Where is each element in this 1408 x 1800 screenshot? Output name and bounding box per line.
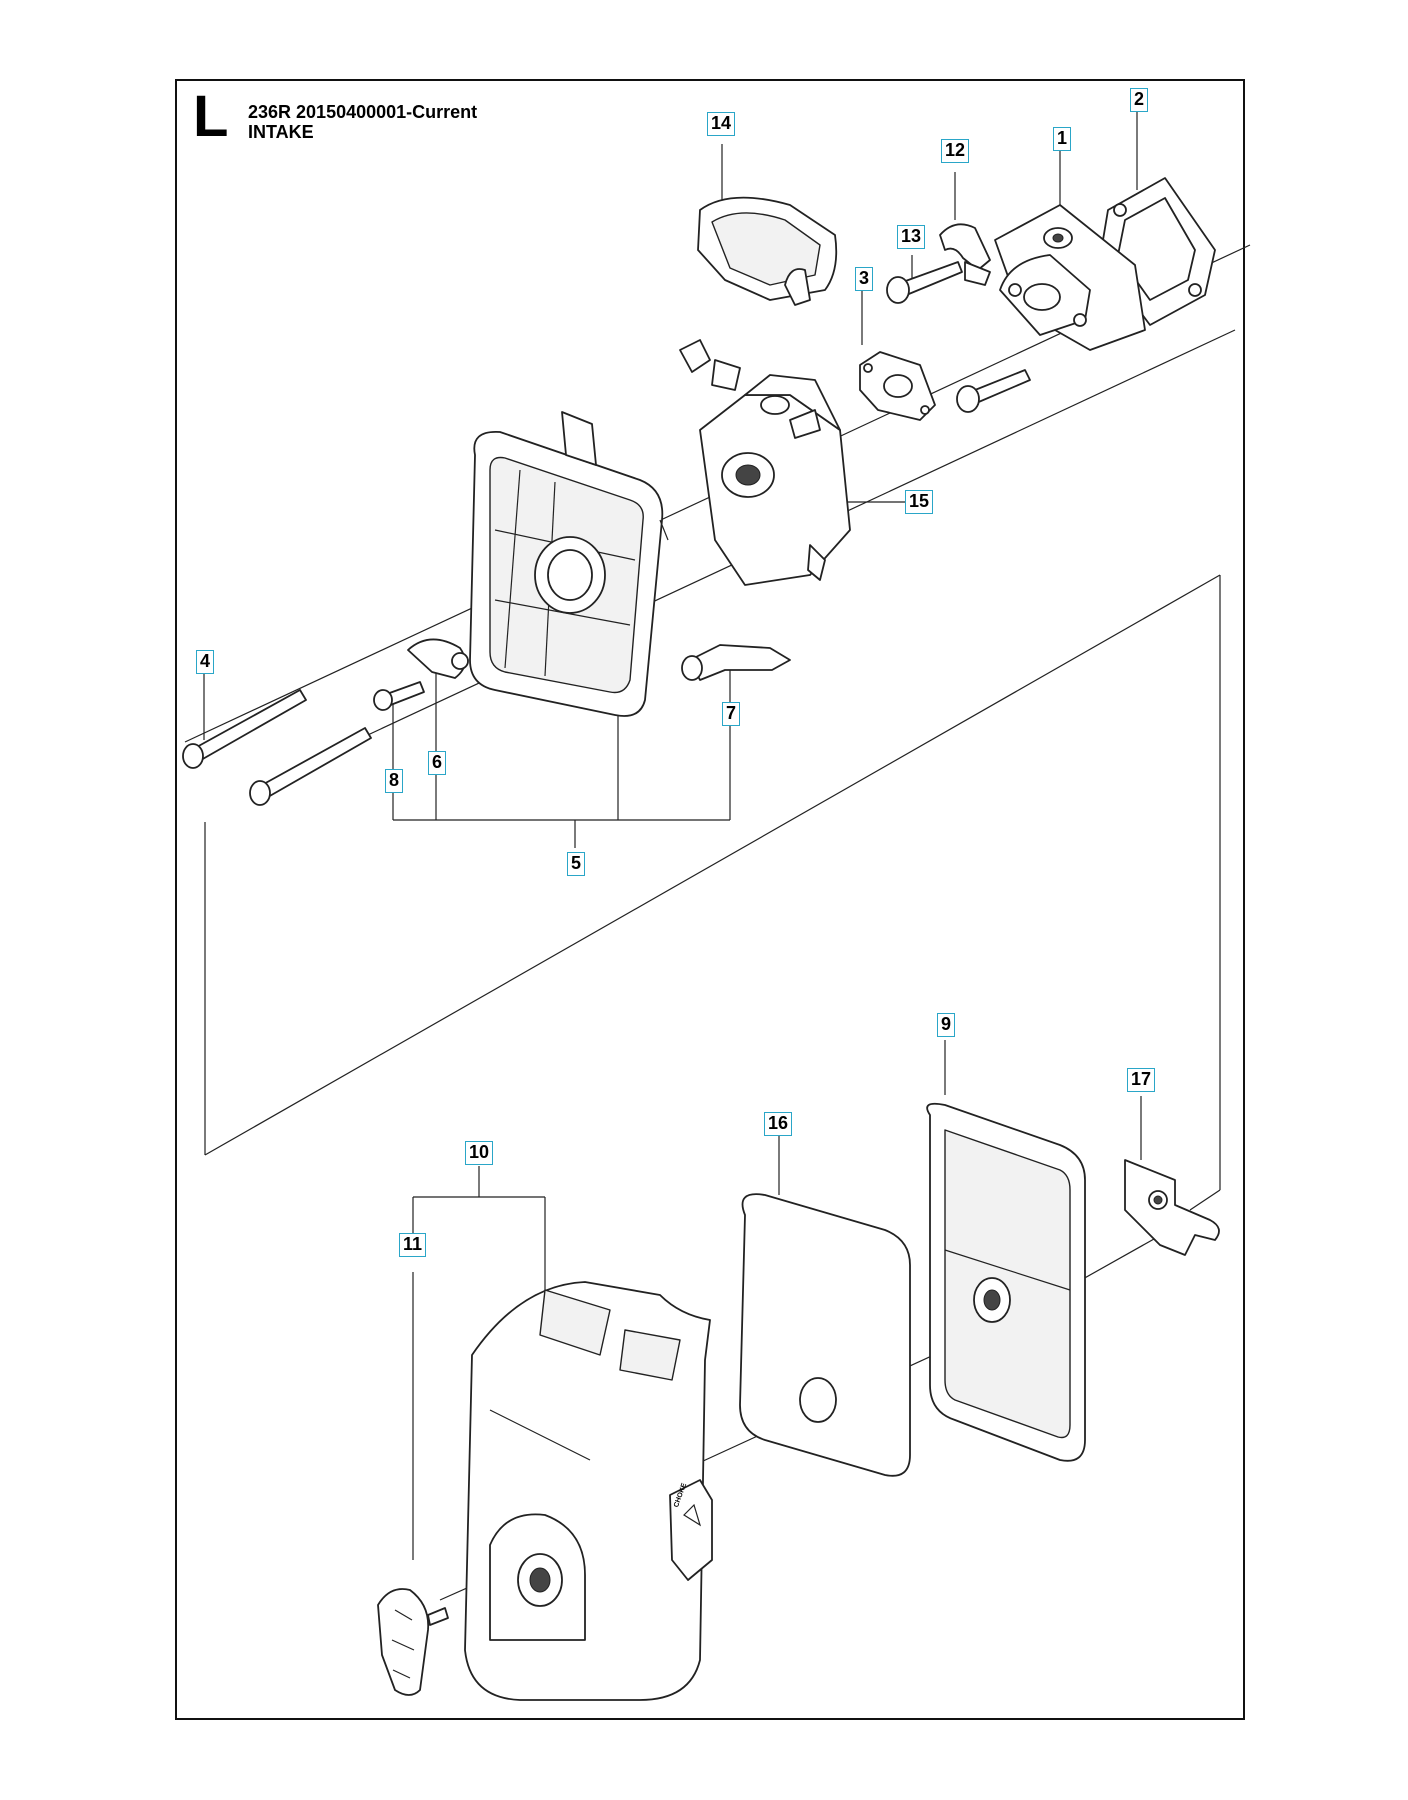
carburetor-gasket-part-3: [859, 351, 936, 421]
callout-6[interactable]: 6: [428, 751, 447, 775]
callout-15[interactable]: 15: [905, 490, 934, 514]
callout-1[interactable]: 1: [1053, 127, 1072, 151]
callout-14[interactable]: 14: [707, 112, 736, 136]
carburetor-part-15: [679, 339, 851, 586]
callout-8[interactable]: 8: [385, 769, 404, 793]
carburetor-cover-part-14: [697, 196, 838, 306]
air-filter-holder-part-5: [469, 411, 669, 717]
filter-frame-part-9: [926, 1102, 1086, 1462]
section-letter: L: [193, 84, 229, 149]
bracket-part-17: [1124, 1159, 1220, 1256]
clip-part-12: [939, 223, 991, 286]
callout-5[interactable]: 5: [567, 852, 586, 876]
knob-part-11: [377, 1588, 449, 1696]
model-title: 236R 20150400001-Current: [248, 102, 478, 122]
bolt-part-13: [886, 261, 1031, 413]
callout-10[interactable]: 10: [465, 1141, 494, 1165]
screw-part-8: [373, 681, 425, 711]
choke-lever-part-7: [681, 644, 791, 681]
diagram-frame: [175, 79, 1245, 1720]
callout-7[interactable]: 7: [722, 702, 741, 726]
callout-4[interactable]: 4: [196, 650, 215, 674]
callout-11[interactable]: 11: [399, 1233, 427, 1257]
callout-13[interactable]: 13: [897, 225, 926, 249]
callout-16[interactable]: 16: [764, 1112, 793, 1136]
callout-9[interactable]: 9: [937, 1013, 956, 1037]
callout-3[interactable]: 3: [855, 267, 874, 291]
callout-12[interactable]: 12: [941, 139, 970, 163]
callout-17[interactable]: 17: [1127, 1068, 1156, 1092]
intake-manifold-part-1: [994, 204, 1146, 351]
bolt-part-4: [182, 689, 372, 806]
washer-part-6: [407, 638, 469, 679]
section-name: INTAKE: [248, 122, 314, 142]
callout-2[interactable]: 2: [1130, 88, 1149, 112]
air-filter-cover-part-10: [464, 1281, 713, 1701]
filter-pad-part-16: [739, 1193, 911, 1477]
